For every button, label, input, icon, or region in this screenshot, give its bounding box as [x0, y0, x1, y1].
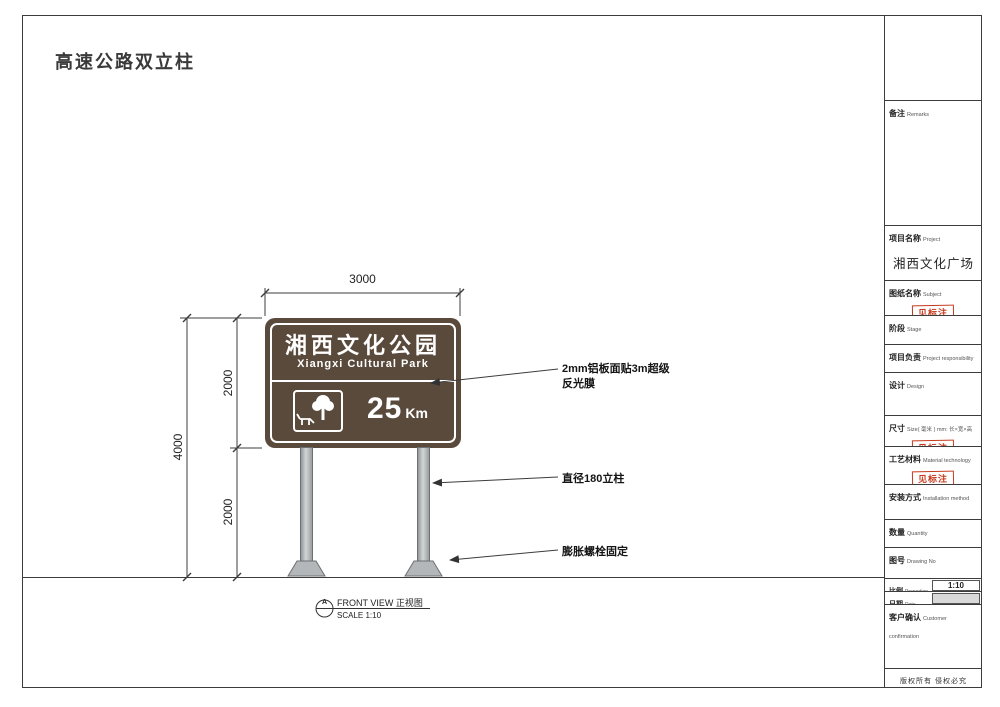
view-scale-label: SCALE 1:10 [337, 611, 382, 620]
confirmation-label-cn: 客户确认 [889, 613, 921, 622]
drawing-no-label-cn: 图号 [889, 556, 905, 565]
subject-label-en: Subject [923, 292, 942, 298]
copyright-text: 版权所有 侵权必究 [900, 678, 967, 685]
sign-board: 湘西文化公园 Xiangxi Cultural Park 25 [265, 318, 461, 448]
sign-title-en: Xiangxi Cultural Park [297, 358, 429, 370]
dim-board-height-label: 2000 [221, 369, 235, 397]
annotation-panel-line1: 2mm铝板面贴3m超级 [562, 363, 670, 375]
installation-label-en: Installation method [923, 496, 970, 502]
dim-width-label: 3000 [349, 272, 376, 286]
dim-total-height-label: 4000 [171, 433, 185, 461]
ground-line [22, 577, 884, 578]
quantity-label-en: Quantity [907, 531, 928, 537]
date-value [932, 593, 980, 604]
size-label-en: Size( 毫米 ) mm: 长×宽×高 [907, 427, 973, 433]
design-label-cn: 设计 [889, 381, 905, 390]
subject-stamp: 见标注 [912, 304, 955, 315]
subject-label-cn: 图纸名称 [889, 289, 921, 298]
material-stamp: 见标注 [912, 470, 955, 484]
stage-label-cn: 阶段 [889, 324, 905, 333]
distance-value: 25 [367, 392, 403, 425]
proportion-label-cn: 比例 [889, 588, 903, 591]
view-name-label: FRONT VIEW 正视图 [337, 598, 423, 608]
post-left [300, 447, 313, 562]
view-marker-letter: A [321, 599, 328, 606]
dim-post-height-label: 2000 [221, 498, 235, 526]
remarks-label-cn: 备注 [889, 109, 905, 118]
project-label-en: Project [923, 237, 941, 243]
distance-group: 25 Km [367, 392, 428, 426]
tb-row-copyright: 版权所有 侵权必究 [885, 668, 982, 687]
material-label-en: Material technology [923, 458, 971, 464]
confirmation-label-en: Customer confirmation [889, 616, 947, 640]
drawing-no-label-en: Drawing No [907, 559, 936, 565]
responsibility-label-en: Project responsibility [923, 356, 974, 362]
park-icon [293, 390, 343, 432]
project-name-value: 湘西文化广场 [892, 257, 974, 271]
remarks-label-en: Remarks [907, 112, 930, 118]
annotation-anchor: 膨胀螺栓固定 [562, 546, 628, 558]
sign-title-cn: 湘西文化公园 [284, 333, 441, 358]
date-label-en: Date [905, 602, 916, 604]
distance-unit: Km [405, 405, 428, 421]
project-label-cn: 项目名称 [889, 234, 921, 243]
material-label-cn: 工艺材料 [889, 455, 921, 464]
proportion-value: 1:10 [932, 580, 980, 591]
drawing-frame [22, 15, 982, 688]
tree-bench-icon [296, 395, 334, 425]
size-label-cn: 尺寸 [889, 424, 905, 433]
page-title: 高速公路双立柱 [55, 52, 195, 72]
annotation-panel-line2: 反光膜 [562, 378, 595, 390]
installation-label-cn: 安装方式 [889, 493, 921, 502]
proportion-label-en: Proportion [905, 589, 928, 591]
post-right [417, 447, 430, 562]
design-label-en: Design [907, 384, 925, 390]
tb-row-date: 日期Date [885, 591, 982, 604]
annotation-post: 直径180立柱 [562, 473, 625, 485]
quantity-label-cn: 数量 [889, 528, 905, 537]
tb-row-proportion: 比例Proportion 1:10 [885, 578, 982, 591]
date-label-cn: 日期 [889, 601, 903, 604]
responsibility-label-cn: 项目负责 [889, 353, 921, 362]
stage-label-en: Stage [907, 327, 922, 333]
sign-divider-line [272, 380, 454, 382]
